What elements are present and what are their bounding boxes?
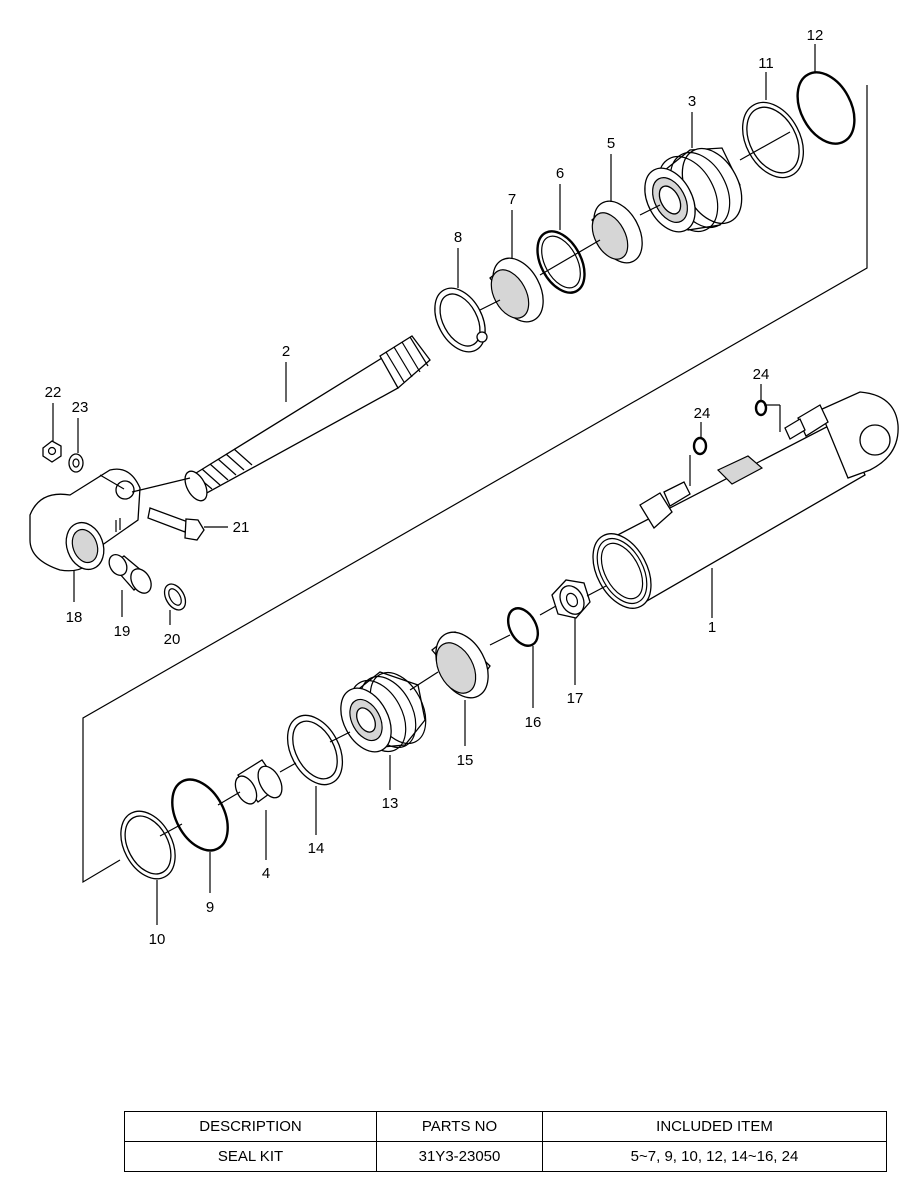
part-4-bushing [234, 759, 283, 805]
header-parts-no: PARTS NO [376, 1111, 543, 1142]
part-3-gland [644, 147, 743, 233]
table-header-row: DESCRIPTION PARTS NO INCLUDED ITEM [124, 1111, 887, 1142]
part-22-nut [42, 440, 62, 463]
callout-16: 16 [525, 714, 542, 731]
callout-3: 3 [688, 93, 696, 110]
callout-11: 11 [758, 55, 774, 72]
part-23-washer [68, 453, 84, 473]
callout-19: 19 [114, 623, 131, 640]
assembly-frame-line [82, 85, 868, 884]
callout-7: 7 [508, 191, 516, 208]
callout-1: 1 [708, 619, 716, 636]
part-19-bushing [108, 554, 152, 594]
callout-24b: 24 [753, 366, 770, 383]
callout-2: 2 [282, 343, 290, 360]
callout-4: 4 [262, 865, 270, 882]
callout-14: 14 [308, 840, 325, 857]
callout-15: 15 [457, 752, 474, 769]
cell-description: SEAL KIT [124, 1141, 377, 1172]
part-24-o-ring-b [754, 399, 768, 417]
assembly-axis-lines [99, 131, 791, 837]
cell-parts-no: 31Y3-23050 [376, 1141, 543, 1172]
header-included-item: INCLUDED ITEM [542, 1111, 887, 1142]
callout-18: 18 [66, 609, 83, 626]
callout-10: 10 [149, 931, 166, 948]
part-11-backup-ring [742, 101, 804, 179]
callout-8: 8 [454, 229, 462, 246]
table-row: SEAL KIT 31Y3-23050 5~7, 9, 10, 12, 14~1… [124, 1141, 887, 1172]
part-8-snap-ring [434, 287, 488, 353]
part-12-o-ring [796, 71, 856, 145]
part-14-piston-seal [286, 714, 344, 786]
part-2-piston-rod [184, 335, 431, 502]
seal-kit-table: DESCRIPTION PARTS NO INCLUDED ITEM SEAL … [124, 1111, 887, 1172]
part-17-lock-nut [551, 579, 591, 619]
part-21-bolt [147, 507, 205, 541]
part-10-backup-ring [120, 810, 176, 880]
callout-20: 20 [164, 631, 181, 648]
callout-21: 21 [233, 519, 250, 536]
callout-5: 5 [607, 135, 615, 152]
part-24-o-ring-a [692, 436, 708, 456]
leader-lines [52, 44, 816, 925]
callout-9: 9 [206, 899, 214, 916]
callout-12: 12 [807, 27, 824, 44]
part-16-o-ring [506, 607, 540, 647]
callout-23: 23 [72, 399, 89, 416]
part-18-rod-eye [29, 468, 141, 572]
part-13-piston [340, 671, 427, 753]
part-1-cylinder-tube [592, 391, 899, 609]
part-7-bushing [489, 257, 544, 323]
callout-13: 13 [382, 795, 399, 812]
callout-24a: 24 [694, 405, 711, 422]
callout-labels: 1 2 3 4 5 6 7 8 9 10 11 12 13 14 15 16 1… [45, 27, 824, 948]
callout-6: 6 [556, 165, 564, 182]
header-description: DESCRIPTION [124, 1111, 377, 1142]
callout-22: 22 [45, 384, 62, 401]
part-20-snap-ring [163, 583, 187, 611]
callout-17: 17 [567, 690, 584, 707]
cell-included-item: 5~7, 9, 10, 12, 14~16, 24 [542, 1141, 887, 1172]
part-5-dust-wiper [591, 200, 643, 264]
part-15-wear-ring [431, 631, 491, 699]
